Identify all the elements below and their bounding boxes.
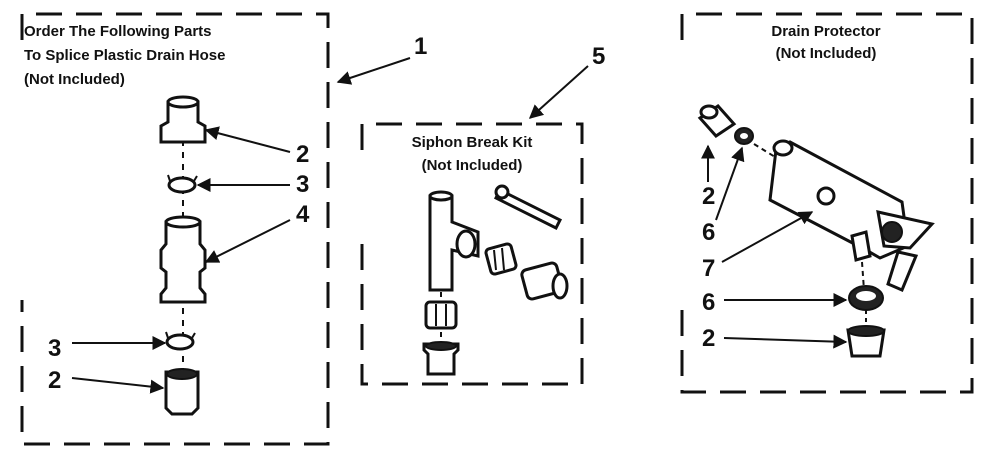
leader-2-protector-bottom bbox=[723, 334, 848, 349]
protector-bottom-connector bbox=[846, 325, 886, 358]
upper-hose-connector bbox=[159, 95, 207, 144]
siphon-lower-nut bbox=[424, 300, 458, 330]
callout-6-protector-top: 6 bbox=[702, 219, 715, 246]
splice-title-line-3: (Not Included) bbox=[24, 71, 125, 88]
callout-3-upper: 3 bbox=[296, 171, 309, 198]
siphon-tie-strap bbox=[493, 184, 563, 231]
protector-axis-bottom bbox=[861, 261, 865, 291]
siphon-panel-frame bbox=[360, 122, 584, 386]
siphon-side-nut bbox=[484, 242, 518, 276]
callout-6-protector-bottom: 6 bbox=[702, 289, 715, 316]
splice-title-line-2: To Splice Plastic Drain Hose bbox=[24, 47, 225, 64]
callout-2-protector-top: 2 bbox=[702, 183, 715, 210]
siphon-break-kit-panel: Siphon Break Kit (Not Included) 5 bbox=[360, 43, 605, 386]
callout-3-lower: 3 bbox=[48, 335, 61, 362]
leader-2-upper bbox=[204, 126, 291, 153]
protector-top-connector bbox=[697, 104, 737, 138]
splice-title-line-1: Order The Following Parts bbox=[24, 23, 212, 40]
hose-coupler bbox=[159, 215, 207, 304]
callout-4: 4 bbox=[296, 201, 310, 228]
leader-4 bbox=[204, 219, 291, 263]
splice-panel-frame bbox=[20, 12, 330, 446]
callout-2-upper: 2 bbox=[296, 141, 309, 168]
drain-protector-panel: Drain Protector (Not Included) bbox=[680, 12, 974, 394]
protector-panel-frame bbox=[680, 12, 974, 394]
siphon-title-line-1: Siphon Break Kit bbox=[412, 134, 533, 151]
leader-1 bbox=[336, 57, 411, 85]
siphon-lower-cap bbox=[422, 341, 460, 376]
leader-5 bbox=[528, 65, 589, 119]
upper-hose-clamp bbox=[167, 174, 198, 194]
callout-5: 5 bbox=[592, 43, 605, 70]
siphon-side-cap bbox=[520, 261, 569, 301]
protector-bottom-clamp bbox=[848, 285, 884, 311]
leader-7 bbox=[721, 211, 814, 263]
lower-hose-clamp bbox=[165, 331, 196, 351]
protector-top-clamp bbox=[734, 127, 754, 145]
siphon-tee-fitting bbox=[428, 190, 480, 292]
lower-hose-connector bbox=[164, 368, 200, 416]
siphon-title-line-2: (Not Included) bbox=[422, 157, 523, 174]
drain-protector-body bbox=[768, 139, 935, 292]
protector-title-line-2: (Not Included) bbox=[776, 45, 877, 62]
splice-parts-panel: Order The Following Parts To Splice Plas… bbox=[20, 12, 427, 446]
leader-2-lower bbox=[71, 377, 165, 394]
callout-7: 7 bbox=[702, 255, 715, 282]
callout-2-protector-bottom: 2 bbox=[702, 325, 715, 352]
callout-2-lower: 2 bbox=[48, 367, 61, 394]
protector-title-line-1: Drain Protector bbox=[771, 23, 880, 40]
leader-6-protector-top bbox=[715, 146, 745, 221]
callout-1: 1 bbox=[414, 33, 427, 60]
